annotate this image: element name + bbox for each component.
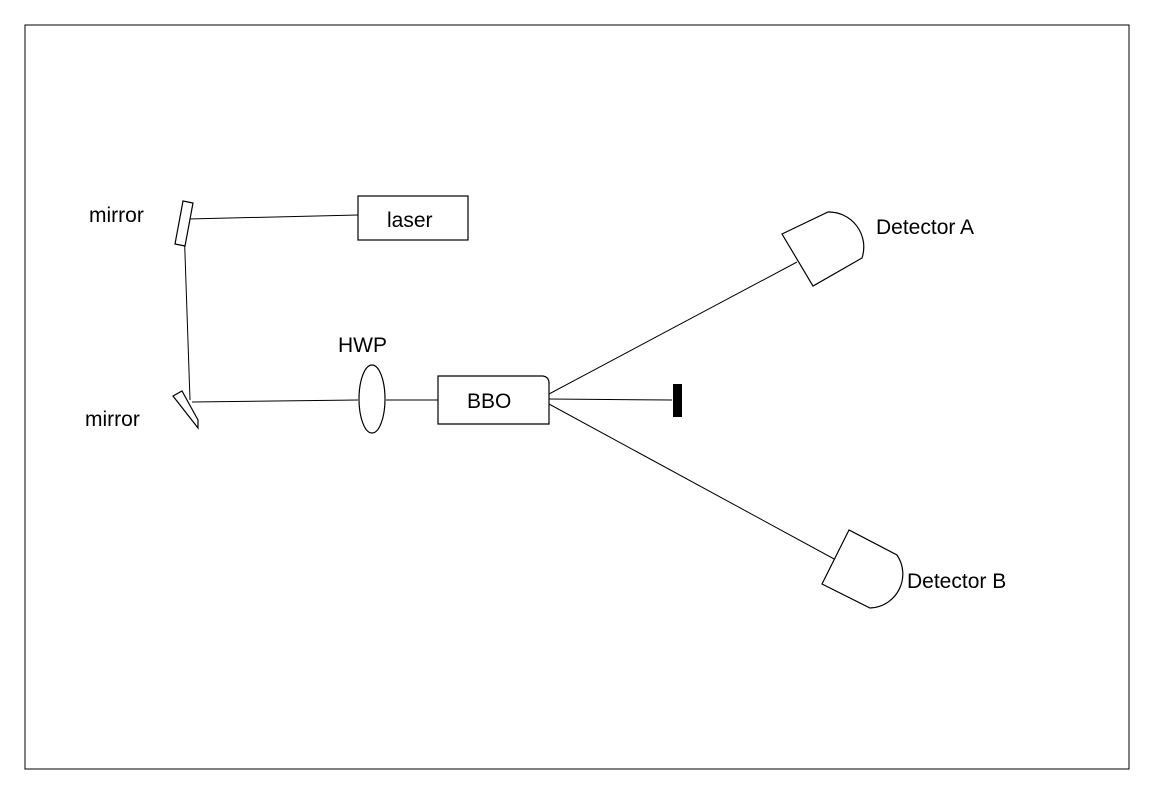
bbo-label: BBO (467, 390, 511, 413)
detector-b-shape (821, 529, 904, 609)
detector-a-shape (781, 211, 865, 287)
diagram-frame (24, 24, 1130, 770)
beam-stop (673, 384, 682, 417)
bbo-crystal-box (437, 375, 550, 425)
beam-mirror-bottom-to-hwp (191, 399, 359, 403)
mirror-top-shape (174, 200, 194, 247)
beam-laser-to-mirror-top (187, 214, 359, 220)
hwp-ellipse (358, 364, 386, 434)
detector-a-label: Detector A (876, 216, 974, 239)
laser-label: laser (387, 209, 433, 232)
hwp-label: HWP (338, 334, 387, 357)
beam-bbo-to-detector-b (548, 403, 837, 561)
beam-mirror-top-to-mirror-bottom (183, 224, 191, 401)
beam-bbo-to-detector-a (548, 261, 798, 395)
detector-b-label: Detector B (907, 570, 1006, 593)
mirror-top-label: mirror (89, 204, 144, 227)
beam-bbo-to-beam-stop (548, 398, 673, 401)
mirror-bottom-shape (172, 390, 199, 430)
mirror-bottom-label: mirror (85, 408, 140, 431)
laser-box (357, 195, 469, 241)
